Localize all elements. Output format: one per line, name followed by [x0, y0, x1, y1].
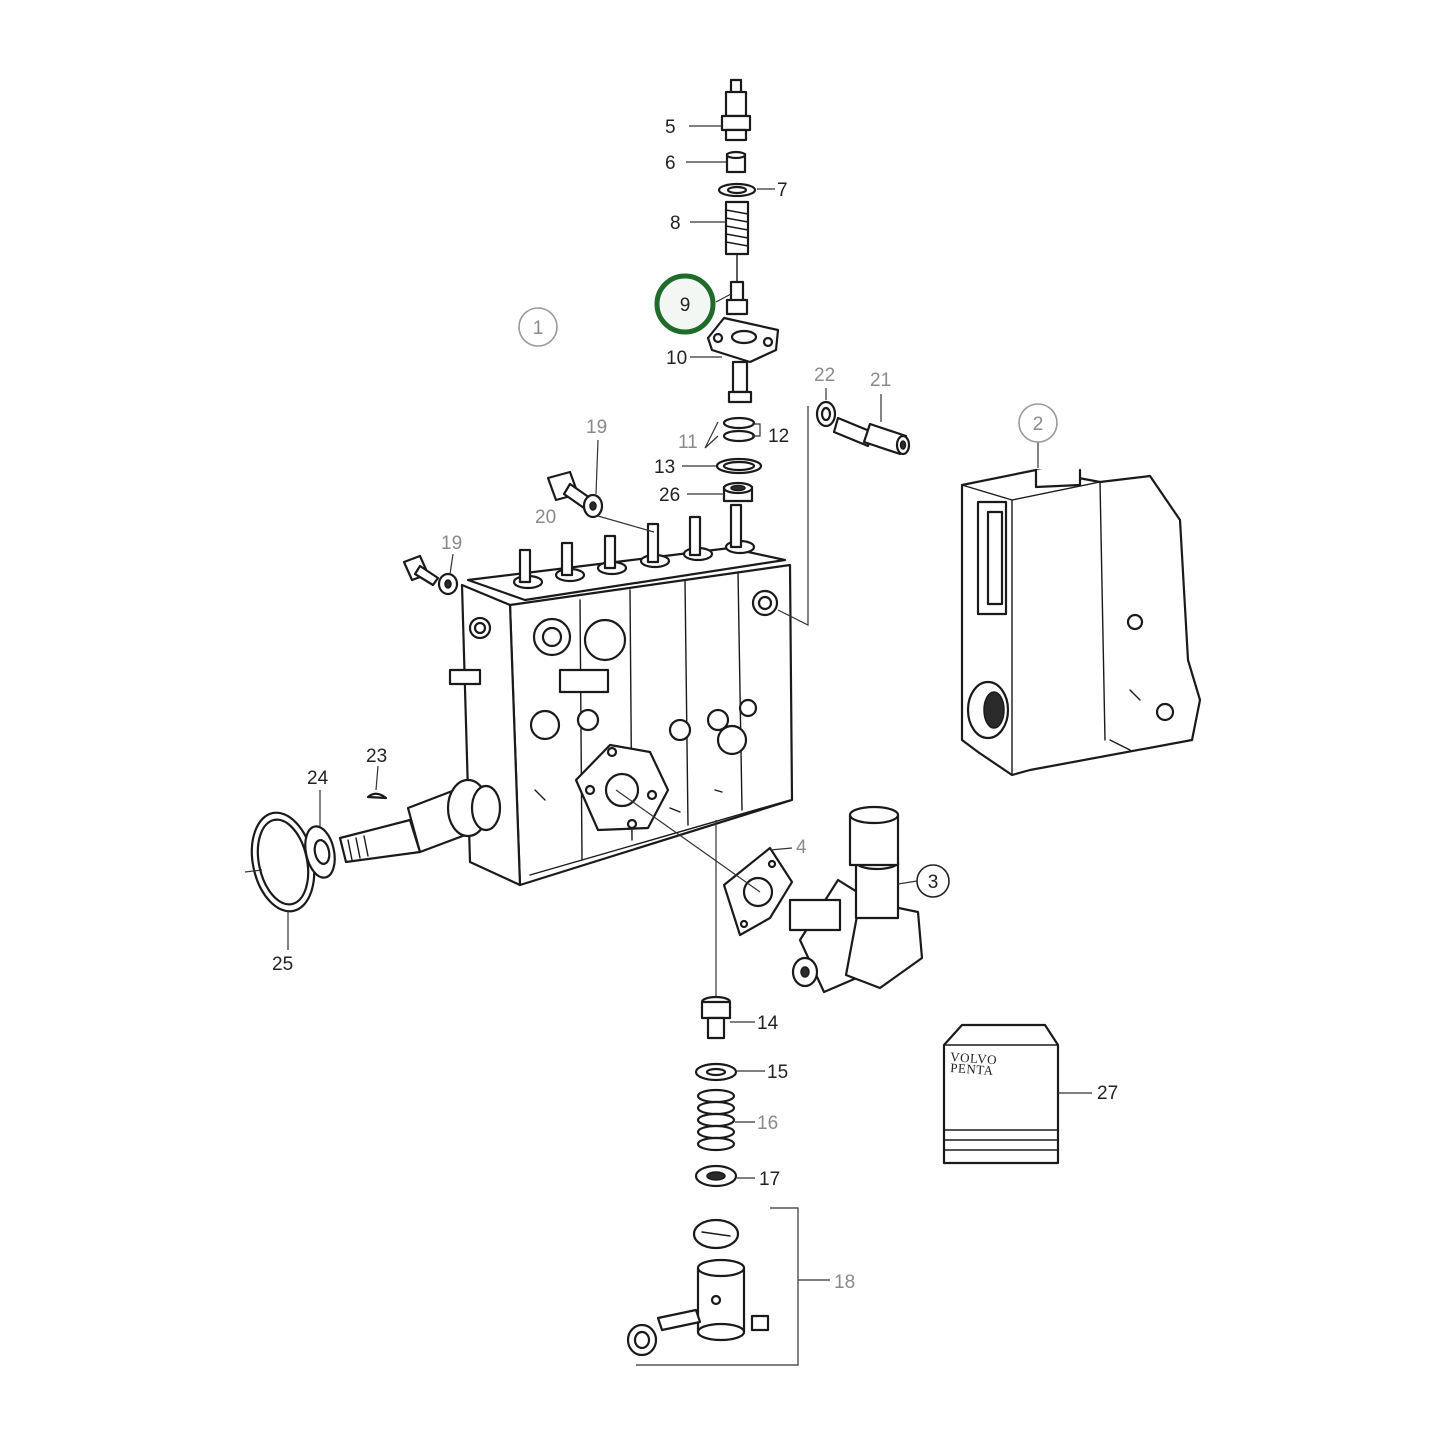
callout-15[interactable]: 15 — [767, 1062, 788, 1083]
part-17-lower-seat[interactable] — [694, 1164, 738, 1188]
callout-1[interactable]: 1 — [518, 307, 558, 347]
callout-5[interactable]: 5 — [665, 117, 676, 138]
callout-24[interactable]: 24 — [307, 768, 329, 789]
callout-4[interactable]: 4 — [796, 837, 807, 858]
part-1-pump-housing[interactable] — [448, 503, 794, 887]
callout-23[interactable]: 23 — [366, 746, 387, 767]
part-23-key[interactable] — [366, 792, 388, 800]
part-10-flange[interactable] — [706, 316, 780, 404]
callout-17[interactable]: 17 — [759, 1169, 780, 1190]
part-16-plunger-spring[interactable] — [696, 1088, 736, 1152]
part-24-seal[interactable] — [301, 824, 339, 881]
callout-8[interactable]: 8 — [670, 213, 681, 234]
callout-20[interactable]: 20 — [535, 507, 556, 528]
part-14-tappet-guide[interactable] — [700, 995, 732, 1040]
delivery-valve-stack — [706, 78, 780, 503]
svg-text:1: 1 — [533, 318, 544, 339]
part-27-manual[interactable]: VOLVO PENTA — [942, 1023, 1060, 1165]
part-13-seal-ring[interactable] — [715, 457, 763, 475]
callout-labels: 1 2 3 4 5 6 7 8 9 10 11 12 13 14 15 16 1… — [272, 117, 1118, 1293]
callout-18[interactable]: 18 — [834, 1272, 855, 1293]
callout-16[interactable]: 16 — [757, 1113, 778, 1134]
part-19-screw-upper[interactable] — [546, 470, 604, 519]
drive-shaft[interactable] — [338, 778, 502, 864]
part-19-screw-lower[interactable] — [402, 554, 459, 596]
callout-14[interactable]: 14 — [757, 1013, 779, 1034]
callout-9-highlighted[interactable]: 9 — [654, 273, 716, 335]
part-15-spring-seat[interactable] — [694, 1062, 738, 1082]
callout-25[interactable]: 25 — [272, 954, 293, 975]
part-20-studs[interactable] — [518, 503, 743, 584]
callout-21[interactable]: 21 — [870, 370, 891, 391]
callout-19-upper[interactable]: 19 — [586, 417, 607, 438]
callout-19-lower[interactable]: 19 — [441, 533, 462, 554]
part-6-filler-piece[interactable] — [725, 150, 747, 174]
part-8-spring[interactable] — [724, 200, 750, 256]
part-4-gasket[interactable] — [722, 846, 794, 937]
part-11-o-rings[interactable] — [722, 416, 756, 443]
callout-2[interactable]: 2 — [1018, 403, 1058, 443]
part-21-bolt[interactable] — [832, 416, 911, 456]
callout-26[interactable]: 26 — [659, 485, 680, 506]
callout-3[interactable]: 3 — [916, 864, 950, 898]
logo-line-1: VOLVO — [950, 1049, 998, 1067]
callout-13[interactable]: 13 — [654, 457, 675, 478]
part-5-valve-holder[interactable] — [720, 78, 752, 142]
leader-lines — [287, 125, 1092, 1281]
logo-line-2: PENTA — [950, 1060, 994, 1078]
part-9-delivery-valve[interactable] — [725, 253, 749, 316]
part-7-washer[interactable] — [717, 182, 757, 198]
callout-10[interactable]: 10 — [666, 348, 687, 369]
part-18-roller-tappet[interactable] — [626, 1218, 770, 1357]
callout-22[interactable]: 22 — [814, 365, 835, 386]
svg-text:3: 3 — [928, 872, 939, 893]
callout-11[interactable]: 11 — [678, 432, 698, 453]
callout-7[interactable]: 7 — [777, 180, 788, 201]
part-22-washer[interactable] — [815, 400, 837, 428]
part-3-feed-pump[interactable] — [788, 805, 924, 994]
callout-27[interactable]: 27 — [1097, 1083, 1118, 1104]
part-26-spacer[interactable] — [722, 481, 754, 503]
svg-text:2: 2 — [1033, 414, 1044, 435]
part-2-governor-housing[interactable] — [960, 468, 1202, 777]
callout-6[interactable]: 6 — [665, 153, 676, 174]
callout-12[interactable]: 12 — [768, 426, 789, 447]
svg-text:9: 9 — [680, 295, 691, 316]
